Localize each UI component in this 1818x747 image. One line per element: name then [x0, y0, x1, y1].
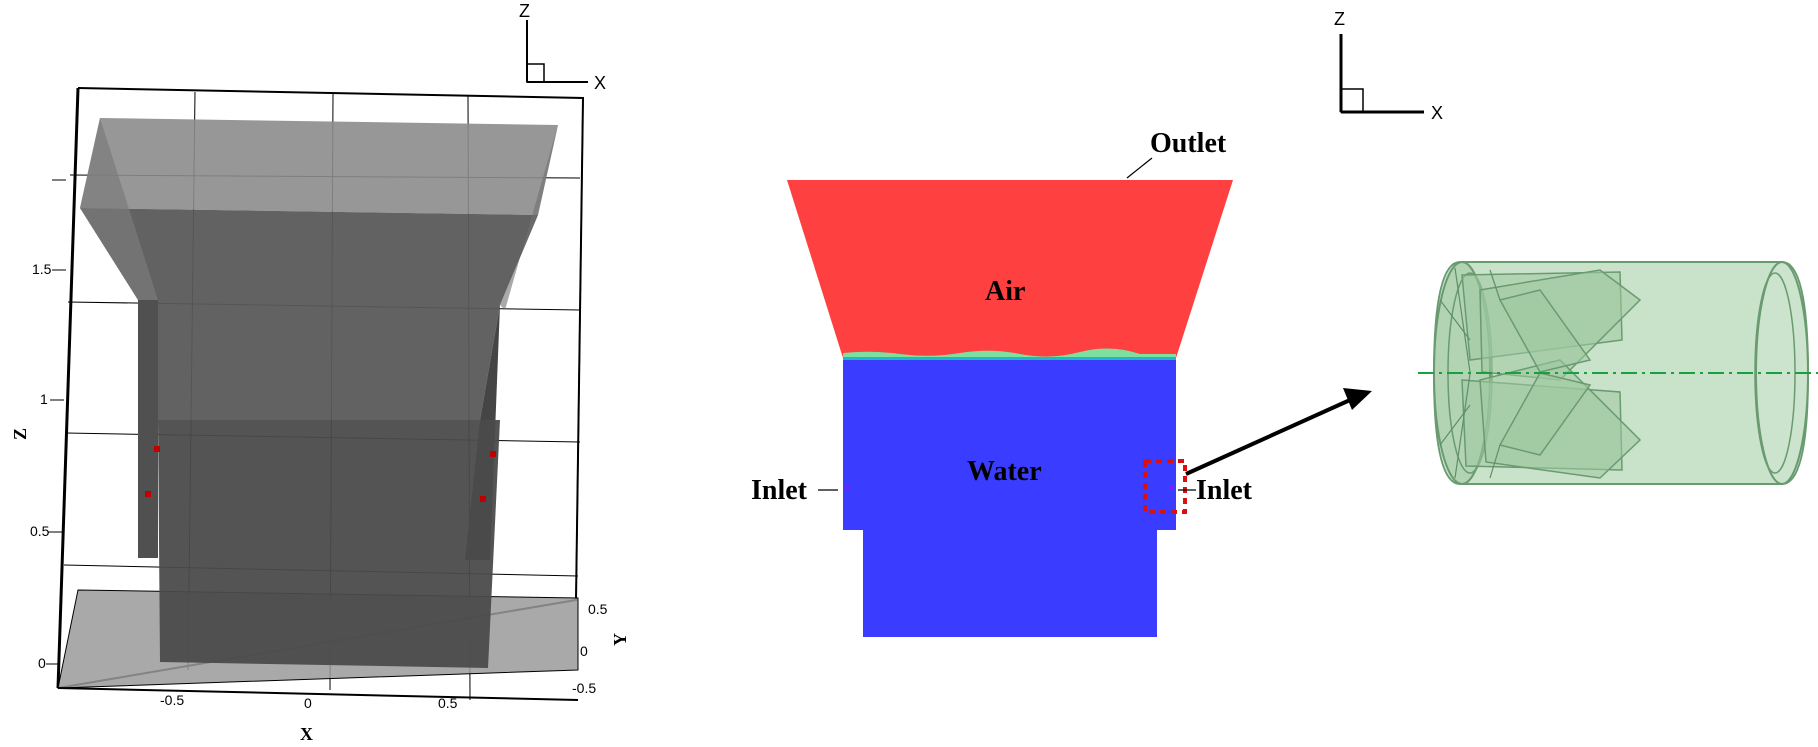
x-axis-title: X	[300, 724, 313, 744]
left-orientation-triad: Z X	[519, 1, 606, 93]
center-section-plot: Z X Air Water Outlet Inlet Inlet	[751, 9, 1443, 637]
air-region	[787, 180, 1233, 358]
air-label: Air	[985, 276, 1025, 307]
x-tick-label: 0	[304, 695, 312, 711]
x-tick-label: 0.5	[438, 695, 458, 711]
inlet-markers	[145, 446, 496, 502]
y-axis: 0.5 0 -0.5 Y	[572, 601, 630, 696]
triad-x-label: X	[594, 73, 606, 93]
tank-right-wall	[500, 125, 558, 310]
z-axis-title: Z	[10, 428, 30, 440]
y-axis-title: Y	[610, 633, 630, 646]
tank-lower-body	[158, 420, 500, 668]
z-axis: 1.5 1 0.5 0 Z	[10, 179, 66, 671]
outlet-label: Outlet	[1150, 128, 1227, 159]
triad-z-label: Z	[1334, 9, 1345, 29]
water-label: Water	[967, 456, 1042, 487]
triad-z-label: Z	[519, 1, 530, 21]
z-tick-label: 0	[38, 655, 46, 671]
z-tick-label: 0.5	[30, 523, 50, 539]
x-axis: -0.5 0 0.5 X	[160, 692, 458, 744]
outlet-leader	[1126, 157, 1153, 179]
water-region	[843, 360, 1176, 637]
left-inlet-label: Inlet	[751, 475, 808, 506]
inlet-pipe-detail	[1418, 261, 1818, 485]
z-tick-label: 1	[40, 391, 48, 407]
tank-hopper	[80, 118, 558, 215]
vane-edges	[1439, 267, 1501, 479]
y-tick-label: 0	[580, 643, 588, 659]
tank-upper-body	[80, 208, 538, 420]
swirl-vanes	[1461, 269, 1642, 479]
zoom-arrow-shaft	[1185, 398, 1351, 476]
free-surface-line	[843, 357, 1176, 360]
y-tick-label: -0.5	[572, 680, 596, 696]
triad-x-label: X	[1431, 103, 1443, 123]
zoom-arrow-head	[1343, 388, 1372, 410]
tank-left-step	[138, 300, 158, 558]
right-inlet-marker	[1170, 486, 1174, 490]
inlet-highlight-box	[1143, 459, 1187, 514]
y-tick-label: 0.5	[588, 601, 608, 617]
center-orientation-triad: Z X	[1334, 9, 1443, 123]
x-tick-label: -0.5	[160, 692, 184, 708]
left-inlet-marker	[845, 486, 849, 490]
left-3d-plot: 1.5 1 0.5 0 Z -0.5 0 0.5 X 0.5 0 -0.5 Y …	[10, 1, 630, 744]
right-inlet-label: Inlet	[1196, 475, 1253, 506]
z-tick-label: 1.5	[32, 261, 52, 277]
tank-left-wall	[80, 118, 158, 300]
